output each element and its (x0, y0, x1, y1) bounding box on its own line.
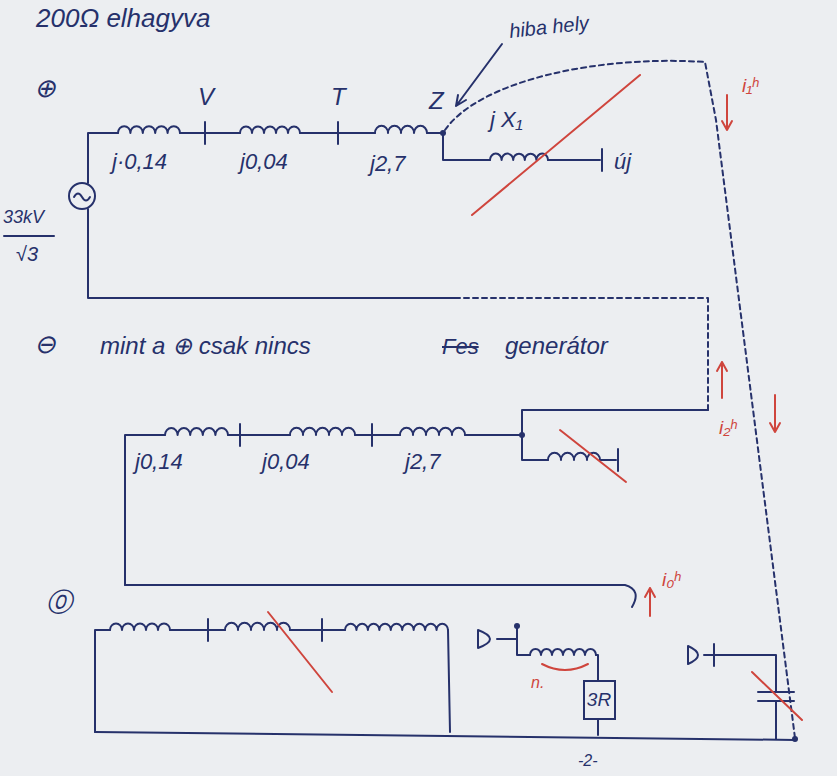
ground-bar (617, 449, 619, 471)
generator-symbol (69, 183, 95, 209)
delta-symbol (478, 630, 490, 648)
wire (597, 720, 599, 735)
circuit-label: j·0,14 (112, 150, 167, 174)
circuit-label: -2- (578, 752, 598, 770)
wire (125, 585, 636, 607)
wire (548, 159, 600, 161)
junction-dot (519, 432, 525, 438)
inductor-symbol (290, 428, 355, 435)
wire (517, 626, 530, 655)
bus-tick (371, 424, 373, 446)
junction-dot (514, 623, 520, 629)
current-label: i₂ʰ (719, 418, 736, 439)
current-arrow (645, 588, 655, 616)
cross-out (752, 672, 802, 720)
ground-bar (601, 149, 603, 171)
current-arrow (717, 362, 727, 398)
current-label: i₀ʰ (662, 570, 680, 591)
delta-symbol (688, 646, 698, 664)
wire (88, 209, 455, 298)
circuit-label: Z (429, 88, 444, 114)
wire (497, 638, 517, 640)
wire (704, 654, 714, 656)
circuit-label: j X₁ (490, 108, 523, 132)
cross-out (560, 430, 626, 482)
circuit-label: j2,7 (405, 450, 440, 474)
current-label: i₁ʰ (742, 76, 758, 97)
inductor-symbol (118, 126, 180, 133)
title: 200Ω elhagyva (36, 4, 210, 33)
circuit-label: j0,04 (262, 450, 310, 474)
inductor-symbol (165, 428, 228, 435)
circuit-label: T (331, 84, 346, 110)
inductor-symbol (110, 623, 170, 630)
inductor-symbol (400, 428, 465, 435)
path-group (445, 61, 795, 738)
bus-tick (337, 122, 339, 144)
circuit-label: generátor (505, 333, 608, 359)
wire (95, 630, 110, 732)
wire (180, 132, 240, 134)
circuit-label: mint a ⊕ csak nincs (100, 333, 311, 359)
current-arrow (770, 395, 780, 432)
fraction-bar (4, 235, 54, 237)
bus-tick (207, 619, 209, 641)
circuit-label: j0,04 (240, 150, 288, 174)
inductor-symbol (375, 126, 427, 133)
dashed-wire (455, 298, 708, 410)
mark-arc (542, 664, 588, 670)
wire (355, 434, 400, 436)
bus-tick (321, 619, 323, 641)
wire (443, 133, 490, 160)
wire (596, 655, 598, 680)
path-group (268, 75, 802, 720)
path-group (4, 44, 795, 740)
circuit-label: új (614, 150, 631, 174)
fault-arrow (456, 44, 502, 106)
wire (448, 630, 450, 732)
wire (95, 732, 795, 740)
current-arrow (722, 95, 732, 130)
circuit-label: ⓪ (46, 588, 72, 617)
resistor-box: 3R (583, 680, 616, 720)
circuit-label: Fes (442, 335, 479, 359)
circuit-label: hiba hely (508, 12, 590, 42)
wire (228, 434, 290, 436)
circuit-label: ⊖ (34, 330, 56, 359)
junction-dot (792, 736, 798, 742)
wire (170, 629, 225, 631)
circuit-label: 33kV (3, 208, 44, 228)
wire (290, 629, 345, 631)
circuit-label: j2,7 (370, 152, 405, 176)
fault-link (445, 61, 795, 738)
wire (522, 435, 548, 460)
inductor-symbol (530, 649, 596, 655)
inductor-symbol (240, 126, 300, 133)
resistor-label: 3R (587, 690, 611, 711)
circuit-label: V (198, 84, 214, 110)
cross-out (268, 612, 332, 692)
generator-tilde (74, 194, 90, 201)
junction-dot (440, 130, 446, 136)
inductor-symbol (345, 624, 448, 630)
wire (522, 410, 708, 435)
bus-tick (239, 424, 241, 446)
circuit-label: √3 (16, 243, 38, 265)
circuit-label: j0,14 (135, 450, 183, 474)
circuit-label: ⊕ (34, 74, 56, 103)
bus-tick (204, 122, 206, 144)
wire (600, 459, 616, 461)
cross-out (472, 75, 640, 215)
wire (775, 701, 777, 739)
wire (465, 434, 522, 436)
current-label: n. (531, 674, 544, 692)
